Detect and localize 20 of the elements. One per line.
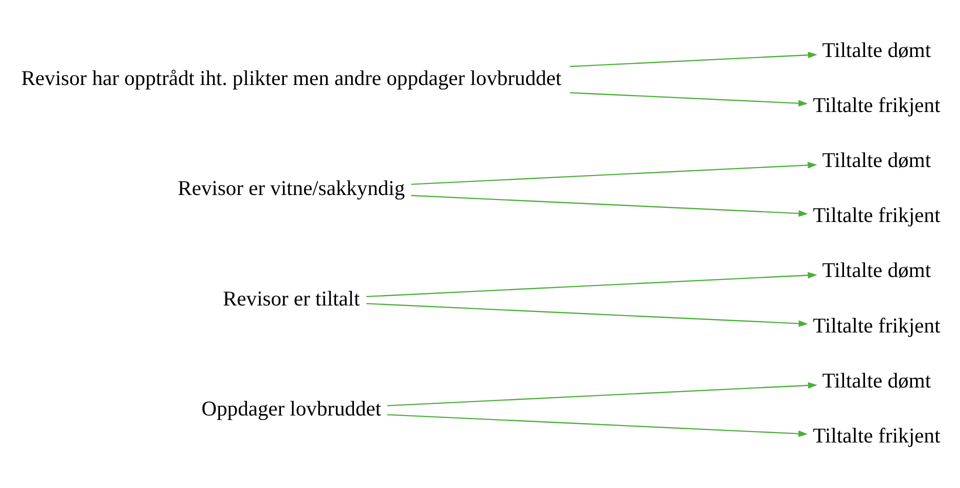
node-text: Tiltalte dømt — [822, 148, 931, 172]
arrow — [411, 161, 818, 184]
node-text: Tiltalte dømt — [822, 258, 931, 282]
node-text: Revisor har opptrådt iht. plikter men andre oppdager lovbruddet — [21, 66, 562, 90]
node-text: Tiltalte frikjent — [812, 422, 940, 447]
node-text: Revisor er tiltalt — [222, 286, 360, 310]
node-text: Tiltalte frikjent — [812, 202, 940, 227]
arrow — [570, 51, 818, 67]
arrow — [366, 302, 808, 326]
arrow — [570, 92, 808, 106]
node-text: Tiltalte dømt — [822, 368, 931, 392]
arrow — [387, 414, 808, 436]
node-text: Tiltalte dømt — [822, 37, 931, 62]
node-text: Tiltalte frikjent — [812, 312, 940, 337]
arrow — [387, 382, 818, 406]
arrow — [411, 194, 808, 216]
node-text: Revisor er vitne/sakkyndig — [178, 176, 405, 200]
node-text: Oppdager lovbruddet — [202, 396, 382, 420]
arrow — [366, 272, 818, 297]
node-text: Tiltalte frikjent — [812, 92, 940, 116]
